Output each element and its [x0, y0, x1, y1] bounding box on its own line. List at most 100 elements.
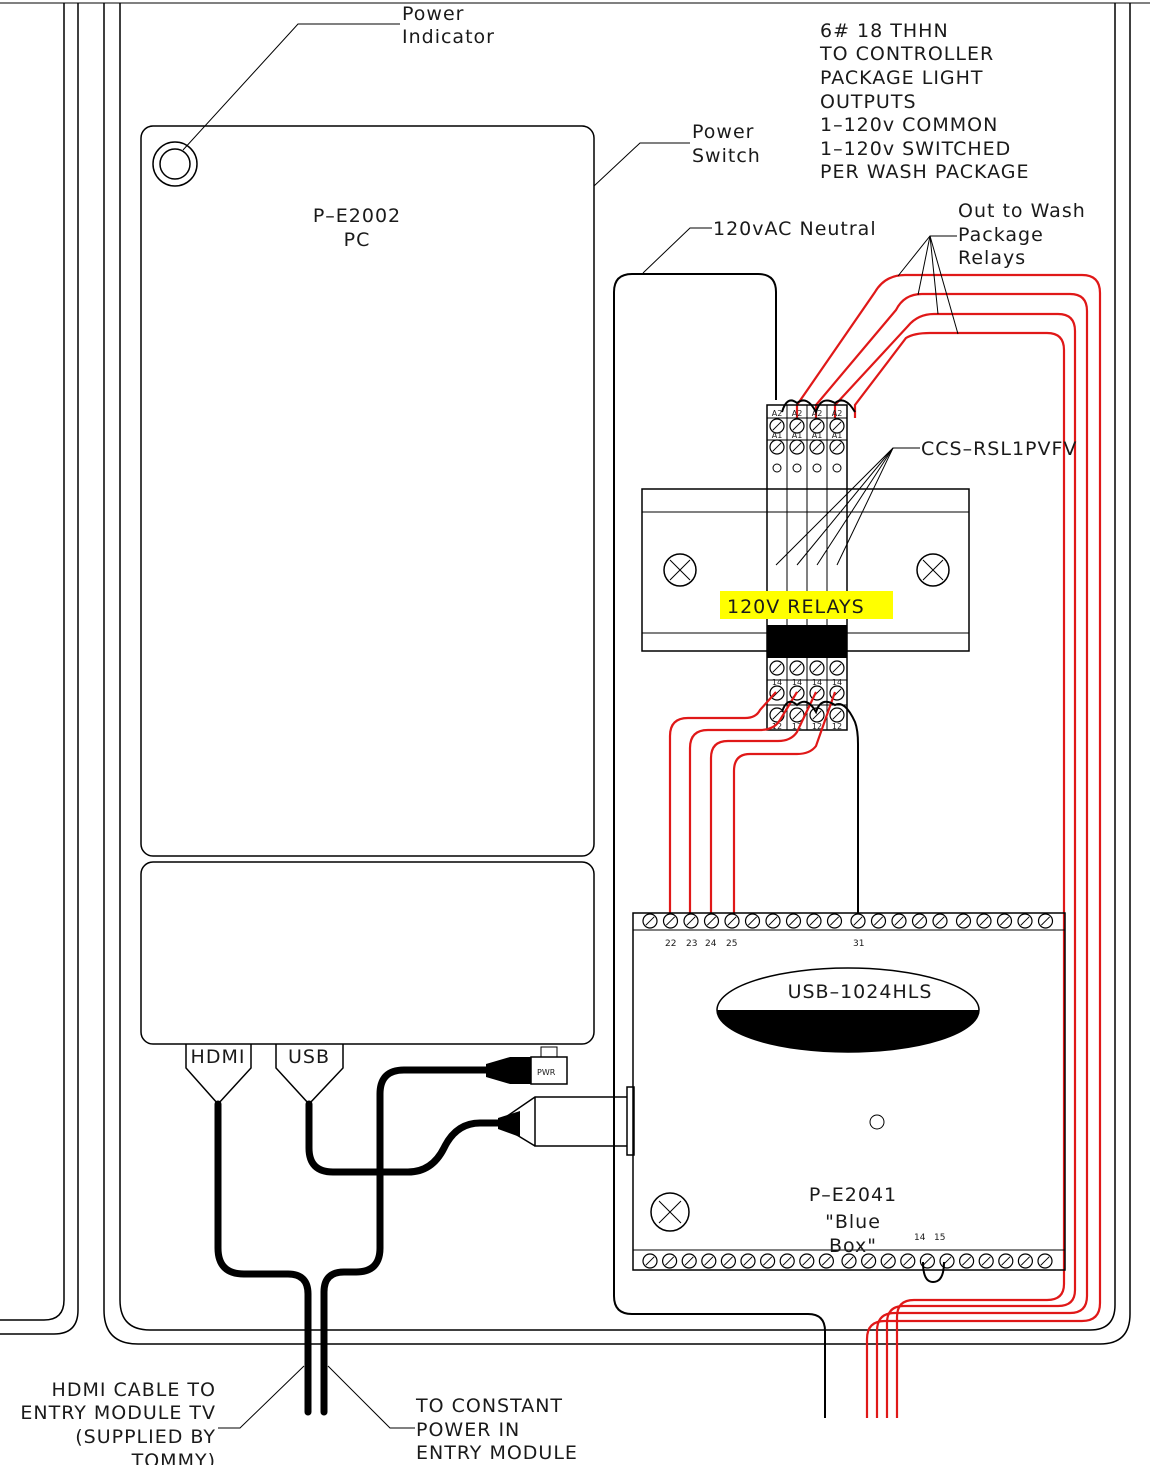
pwr-plug: PWR [486, 1046, 568, 1085]
relay-screw-mid-slot [772, 442, 782, 452]
bottom-terminal-screw-slot [844, 1256, 854, 1266]
bottom-terminal-screw-slot [1040, 1256, 1050, 1266]
relay-model-label: CCS–RSL1PVFV [921, 438, 1077, 460]
bottom-terminal-screw-slot [1001, 1256, 1011, 1266]
relay-mark-a1: A1 [812, 431, 823, 440]
pc-label-line2: PC [344, 229, 371, 251]
pc-unit: P–E2002 PC [140, 125, 595, 1045]
relay-mark-12: 12 [812, 722, 822, 731]
term-31: 31 [853, 939, 864, 949]
usb-port: USB [275, 1044, 344, 1106]
bottom-terminal-screw-slot [821, 1256, 831, 1266]
top-terminal-screw-slot [914, 916, 925, 926]
term-25: 25 [726, 939, 737, 949]
hdmi-cable-note-3: (SUPPLIED BY [75, 1426, 216, 1448]
relay-screw-out1-slot [772, 663, 782, 673]
bottom-terminal-screw-slot [864, 1256, 874, 1266]
hdmi-label: HDMI [191, 1046, 246, 1068]
relay-mark-a1: A1 [772, 431, 783, 440]
bottom-terminal-screw-slot [782, 1256, 792, 1266]
bottom-terminal-screw-slot [684, 1256, 694, 1266]
hdmi-cable [214, 1100, 312, 1416]
relay-screw-out3-slot [792, 710, 802, 720]
bottom-terminal-screw-slot [763, 1256, 773, 1266]
top-terminal-screw-slot [958, 916, 969, 926]
relay-screw-out3-slot [812, 710, 822, 720]
relay-mark-14: 14 [832, 678, 842, 687]
relay-mark-a1: A1 [832, 431, 843, 440]
term-14: 14 [914, 1233, 926, 1243]
top-terminal-screw-slot [747, 916, 758, 926]
relay-screw-top-slot [792, 421, 802, 431]
term-22: 22 [665, 939, 676, 949]
term-24: 24 [705, 939, 717, 949]
top-terminal-screw-slot [979, 916, 989, 926]
power-indicator-label-2: Indicator [402, 26, 495, 48]
usb-module-label: USB–1024HLS [788, 981, 933, 1003]
top-terminal-screw-slot [645, 916, 655, 926]
relay-screw-out1-slot [812, 663, 822, 673]
hdmi-cable-note-1: HDMI CABLE TO [52, 1379, 216, 1401]
bottom-terminal-screw-slot [665, 1256, 675, 1266]
relay-screw-top-slot [832, 421, 842, 431]
relay-mark-14: 14 [812, 678, 822, 687]
power-switch-label-1: Power [692, 121, 754, 143]
relay-screw-mid-slot [832, 442, 842, 452]
relay-mark-12: 12 [792, 722, 802, 731]
top-terminal-screw-slot [873, 916, 884, 926]
svg-text:PACKAGE LIGHT: PACKAGE LIGHT [820, 67, 984, 89]
relays-highlight [720, 591, 893, 619]
relay-screw-out1-slot [832, 663, 842, 673]
svg-text:1–120v SWITCHED: 1–120v SWITCHED [820, 138, 1011, 160]
hdmi-cable-note-2: ENTRY MODULE TV [20, 1402, 216, 1424]
relay-screw-mid-slot [792, 442, 802, 452]
relay-mark-a2: A2 [812, 409, 823, 418]
top-terminal-screw-slot [894, 916, 904, 926]
bottom-terminal-screw-slot [883, 1256, 893, 1266]
bottom-terminal-screw-slot [981, 1256, 991, 1266]
relay-screw-mid-slot [812, 442, 822, 452]
top-terminal-screw-slot [788, 916, 799, 926]
top-terminal-screw-slot [935, 916, 945, 926]
svg-text:1–120v COMMON: 1–120v COMMON [820, 114, 998, 136]
hdmi-cable-note-4: TOMMY) [131, 1450, 216, 1465]
bottom-terminal-screw-slot [962, 1256, 972, 1266]
out-to-wash-label-1: Out to Wash [958, 200, 1086, 222]
bottom-terminal-screw-slot [903, 1256, 913, 1266]
relay-screw-out1-slot [792, 663, 802, 673]
relay-mark-a2: A2 [832, 409, 843, 418]
constant-power-note-3: ENTRY MODULE [416, 1442, 578, 1464]
constant-power-note-1: TO CONSTANT [415, 1395, 563, 1417]
relays-highlight-text: 120V RELAYS [727, 596, 865, 618]
neutral-label: 120vAC Neutral [713, 218, 877, 240]
term-15: 15 [934, 1233, 945, 1243]
top-terminal-screw-slot [999, 916, 1010, 926]
bottom-terminal-screw-slot [723, 1256, 733, 1266]
bottom-terminal-screw-slot [1020, 1256, 1030, 1266]
relay-led-icon [832, 463, 842, 473]
enclosure-outline [0, 2, 1150, 1345]
top-terminal-screw-slot [665, 916, 676, 926]
top-terminal-screw-slot [686, 916, 696, 926]
relay-led-icon [772, 463, 782, 473]
relay-screw-top-slot [772, 421, 782, 431]
top-terminal-screw-slot [829, 916, 840, 926]
relay-mark-12: 12 [832, 722, 842, 731]
relay-led-icon [812, 463, 822, 473]
power-switch-label-2: Switch [692, 145, 761, 167]
top-terminal-screw-slot [1020, 916, 1030, 926]
power-indicator-label-1: Power [402, 3, 464, 25]
bottom-terminal-screw-slot [802, 1256, 812, 1266]
top-terminal-screw-slot [853, 916, 863, 926]
bottom-terminal-screw-slot [743, 1256, 753, 1266]
svg-text:PER WASH PACKAGE: PER WASH PACKAGE [820, 161, 1030, 183]
out-to-wash-wires [795, 273, 1102, 1418]
top-terminal-screws [642, 913, 1054, 929]
out-to-wash-label-3: Relays [958, 247, 1026, 269]
out-to-wash-label-2: Package [958, 224, 1044, 246]
hdmi-port: HDMI [185, 1044, 252, 1106]
status-led-icon [869, 1114, 885, 1130]
svg-text:6# 18 THHN: 6# 18 THHN [820, 20, 949, 42]
